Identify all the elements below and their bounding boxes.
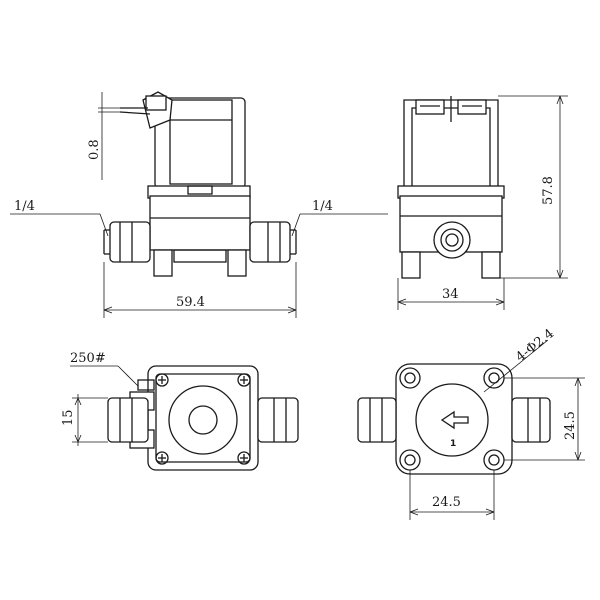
cross-screw-icon: [155, 373, 251, 465]
wire-label: 250#: [70, 351, 106, 366]
dim-24-5-vertical-label: 24.5: [563, 411, 578, 440]
holes-label: 4-Φ2.4: [513, 326, 557, 365]
thread-left-label: 1/4: [14, 199, 35, 214]
thread-right-label: 1/4: [312, 199, 333, 214]
port-number-label: 1: [450, 439, 456, 449]
bottom-view: [357, 339, 585, 520]
front-view: [10, 91, 388, 318]
dim-24-5-horizontal-label: 24.5: [432, 495, 461, 510]
dim-15-label: 15: [61, 409, 76, 426]
top-view: [70, 365, 299, 471]
flow-arrow-icon: [440, 410, 469, 430]
dim-59-4-label: 59.4: [176, 295, 205, 310]
side-view: [397, 95, 568, 310]
dim-34-label: 34: [442, 287, 459, 302]
dim-57-8-label: 57.8: [541, 176, 556, 205]
dim-0-8-label: 0.8: [87, 139, 102, 160]
